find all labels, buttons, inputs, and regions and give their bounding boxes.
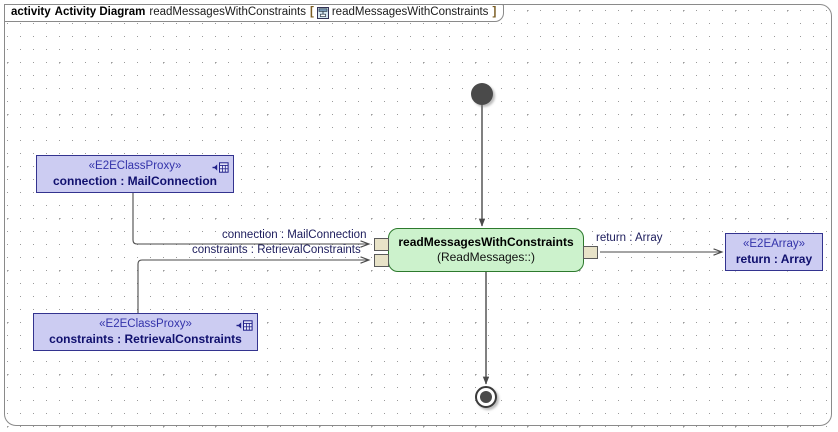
proxy-name: constraints : RetrievalConstraints (49, 331, 242, 346)
diagram-frame (4, 4, 832, 426)
frame-qualified-name: readMessagesWithConstraints (331, 6, 489, 19)
array-stereotype: «E2EArray» (742, 237, 805, 250)
pin-label-return: return : Array (596, 232, 663, 244)
diagram-frame-header[interactable]: activity Activity Diagram readMessagesWi… (4, 4, 505, 22)
output-pin-return[interactable] (583, 246, 598, 259)
frame-bracket-open: [ (310, 6, 314, 19)
activity-diagram-icon (316, 7, 329, 19)
input-pin-constraints[interactable] (374, 254, 389, 267)
proxy-stereotype: «E2EClassProxy» (99, 317, 192, 330)
edge-constraints-proxy-to-pin (137, 260, 369, 313)
class-proxy-constraints[interactable]: «E2EClassProxy» constraints : RetrievalC… (33, 313, 258, 351)
activity-final-node[interactable] (475, 386, 497, 408)
frame-keyword: activity (11, 6, 51, 19)
class-proxy-connection[interactable]: «E2EClassProxy» connection : MailConnect… (36, 155, 234, 193)
call-behavior-action[interactable]: readMessagesWithConstraints (ReadMessage… (388, 228, 584, 272)
activity-title: readMessagesWithConstraints (398, 235, 574, 250)
frame-diagram-name: readMessagesWithConstraints (149, 6, 306, 19)
class-proxy-icon (236, 318, 253, 331)
activity-subtitle: (ReadMessages::) (436, 249, 536, 264)
pin-label-connection: connection : MailConnection (222, 229, 367, 241)
pin-label-constraints: constraints : RetrievalConstraints (192, 244, 361, 256)
proxy-stereotype: «E2EClassProxy» (88, 159, 182, 172)
frame-type-label: Activity Diagram (54, 6, 146, 19)
proxy-name: connection : MailConnection (53, 173, 217, 188)
initial-node[interactable] (471, 83, 493, 105)
array-name: return : Array (735, 251, 813, 266)
input-pin-connection[interactable] (374, 238, 389, 251)
class-proxy-icon (212, 160, 229, 173)
array-node-return[interactable]: «E2EArray» return : Array (725, 233, 823, 271)
frame-bracket-close: ] (492, 6, 497, 19)
